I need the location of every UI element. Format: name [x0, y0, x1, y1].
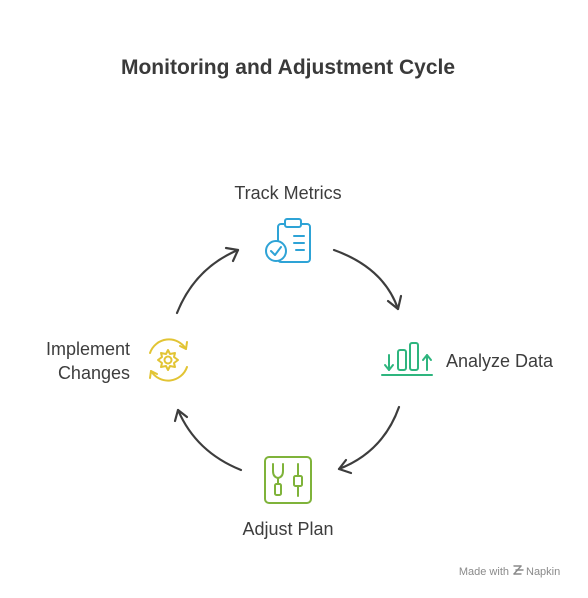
- napkin-logo-icon: [513, 565, 524, 575]
- step-label-analyze-data: Analyze Data: [446, 351, 554, 371]
- step-track-metrics: Track Metrics: [234, 183, 342, 263]
- step-label-implement-changes-line-1: Implement: [46, 339, 130, 359]
- step-label-track-metrics: Track Metrics: [234, 183, 341, 203]
- step-implement-changes: Implement Changes: [46, 338, 188, 383]
- watermark-brand: Napkin: [526, 566, 560, 578]
- arrow-implement-to-track: [175, 246, 240, 315]
- step-analyze-data: Analyze Data: [381, 342, 554, 376]
- arrow-adjust-to-implement: [173, 408, 243, 472]
- clipboard-check-icon: [265, 218, 311, 263]
- step-label-implement-changes-line-2: Changes: [58, 363, 130, 383]
- arrow-analyze-to-adjust: [337, 405, 401, 475]
- step-label-adjust-plan: Adjust Plan: [242, 519, 333, 539]
- napkin-watermark: Made with Napkin: [459, 565, 560, 578]
- watermark-prefix: Made with: [459, 566, 509, 578]
- gear-cycle-icon: [149, 338, 188, 382]
- diagram-title: Monitoring and Adjustment Cycle: [121, 56, 455, 79]
- arrow-track-to-analyze: [332, 248, 403, 311]
- step-adjust-plan: Adjust Plan: [242, 456, 334, 539]
- tools-icon: [264, 456, 312, 504]
- bar-chart-icon: [381, 342, 433, 376]
- cycle-arrows: [173, 246, 403, 475]
